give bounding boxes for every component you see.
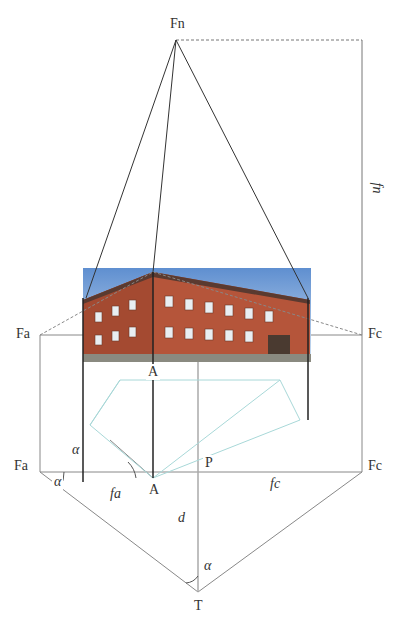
point-label: A xyxy=(147,482,161,498)
point-label: α xyxy=(202,558,213,574)
point-label: α xyxy=(70,442,81,458)
point-label: Fn xyxy=(168,16,187,32)
point-label: Fc xyxy=(366,326,384,342)
point-label: d xyxy=(176,510,187,526)
point-label: α xyxy=(52,474,63,490)
point-label: A xyxy=(146,364,160,380)
point-label: Fa xyxy=(12,458,30,474)
point-label: fa xyxy=(108,486,123,502)
point-label: fn xyxy=(369,181,385,196)
point-label: P xyxy=(203,455,215,471)
point-label: T xyxy=(192,598,205,614)
point-label: fc xyxy=(268,476,282,492)
point-label: Fc xyxy=(366,458,384,474)
point-label: Fa xyxy=(14,326,32,342)
